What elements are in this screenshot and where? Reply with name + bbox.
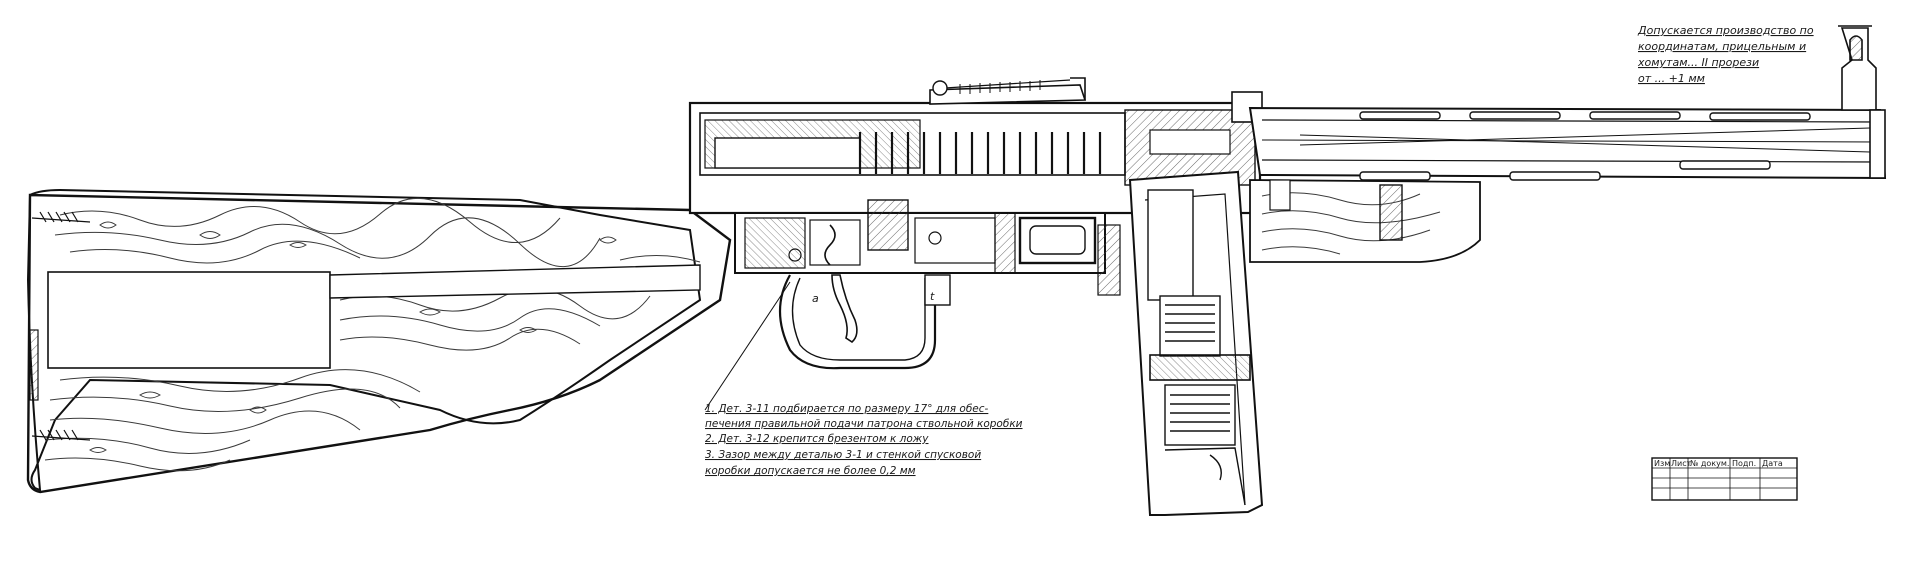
assembly-note-line-1: 1. Дет. 3-11 подбирается по размеру 17° … [705, 403, 989, 415]
tolerance-note-line-4: от ... +1 мм [1638, 72, 1705, 85]
title-block-cell-4: Подп. [1732, 459, 1756, 468]
barrel-and-jacket [1248, 25, 1887, 263]
note-leader-line [704, 281, 791, 411]
assembly-note-line-5: коробки допускается не более 0,2 мм [705, 465, 916, 477]
title-block-cell-1: Изм [1654, 459, 1670, 468]
recoil-spring [858, 132, 1102, 174]
tolerance-note: Допускается производство по координатам,… [1637, 24, 1814, 85]
receiver [688, 77, 1263, 215]
title-block-cell-3: № докум. [1690, 459, 1729, 468]
stock-cavity [47, 271, 331, 369]
jacket-vents [1359, 111, 1811, 181]
assembly-note-line-3: 2. Дет. 3-12 крепится брезентом к ложу [705, 433, 929, 445]
title-block-cell-2: Лист [1671, 459, 1692, 468]
assembly-note-line-2: печения правильной подачи патрона стволь… [705, 418, 1023, 430]
tolerance-note-line-1: Допускается производство по [1637, 24, 1814, 37]
tolerance-note-line-3: хомутам... II прорези [1637, 56, 1759, 69]
wood-grain [44, 197, 701, 472]
tolerance-note-line-2: координатам, прицельным и [1638, 40, 1806, 53]
trigger-group: a t [734, 199, 1121, 370]
title-block-cell-5: Дата [1762, 459, 1783, 468]
buttplate-screws [29, 211, 91, 441]
title-block: Изм Лист № докум. Подп. Дата [1651, 457, 1798, 501]
front-sight [1838, 25, 1877, 111]
part-label-t: t [930, 290, 935, 303]
wooden-stock [26, 188, 732, 494]
assembly-notes: 1. Дет. 3-11 подбирается по размеру 17° … [705, 403, 1023, 477]
assembly-note-line-4: 3. Зазор между деталью 3-1 и стенкой спу… [705, 449, 981, 461]
magazine [1128, 170, 1264, 516]
part-label-a: a [812, 292, 819, 305]
